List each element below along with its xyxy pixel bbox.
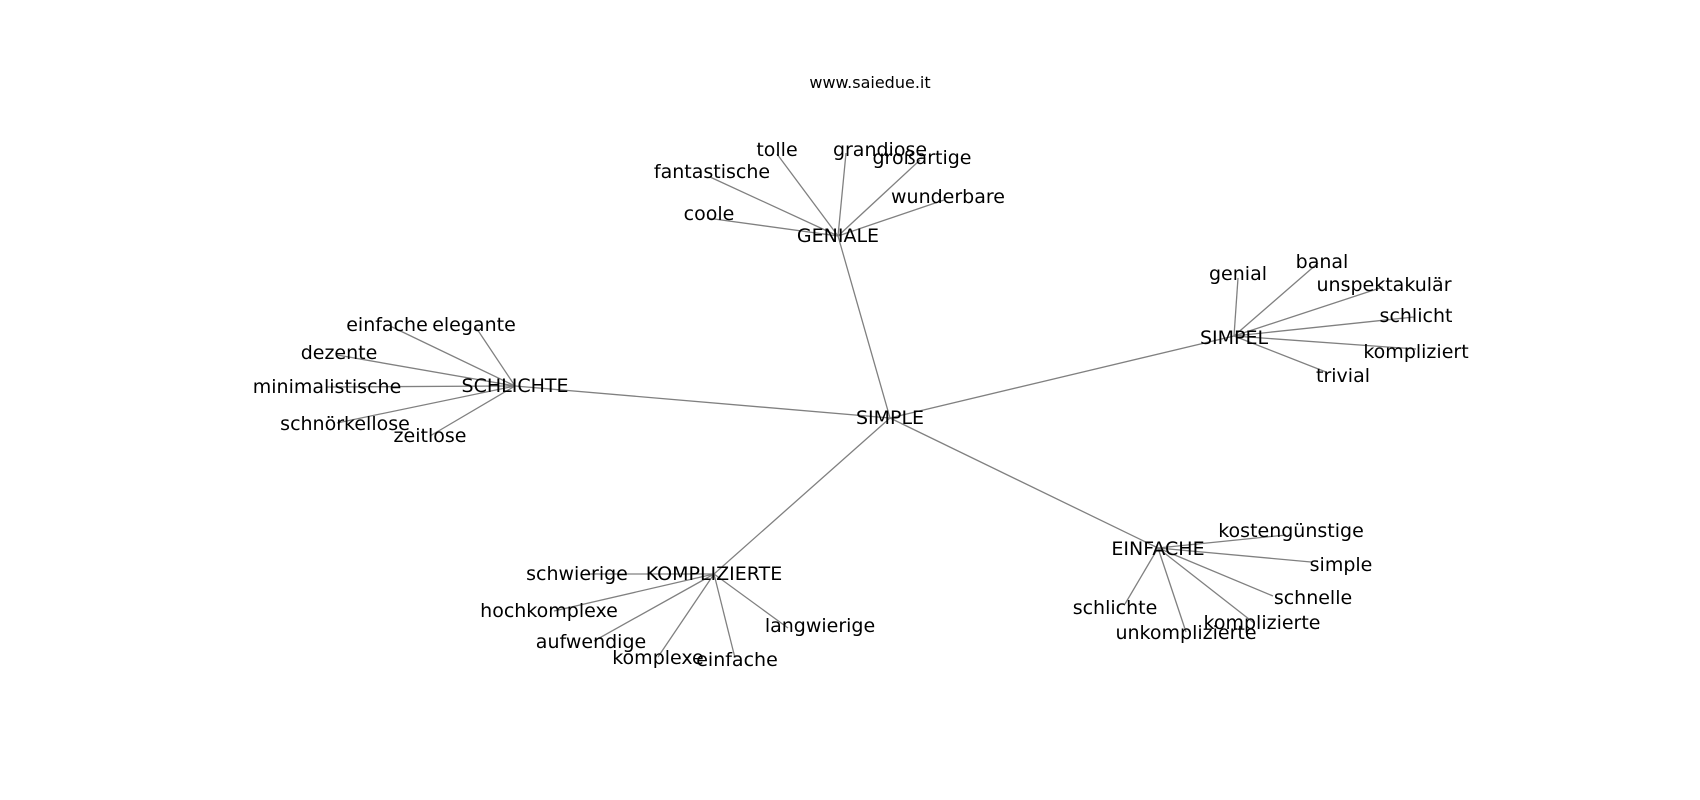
leaf-node-label: schnörkellose [280, 413, 410, 435]
edge-hub-to-leaf [593, 573, 715, 642]
leaf-node-label: unkomplizierte [1115, 622, 1256, 644]
edge-hub-to-leaf [1157, 547, 1312, 563]
edge-hub-to-leaf [553, 573, 715, 612]
leaf-node-label: langwierige [765, 615, 875, 637]
leaf-node-label: zeitlose [394, 425, 467, 447]
edge-hub-to-leaf [1157, 547, 1187, 633]
edge-hub-to-leaf [474, 325, 516, 387]
leaf-node-label: coole [684, 203, 735, 225]
edge-hub-to-leaf [1233, 262, 1319, 337]
edge-hub-to-leaf [336, 385, 516, 424]
leaf-node-label: großartige [873, 147, 972, 169]
edge-hub-to-leaf [1233, 316, 1415, 337]
edge-hub-to-leaf [713, 573, 789, 629]
leaf-node-label: elegante [432, 314, 516, 336]
leaf-node-label: wunderbare [891, 186, 1005, 208]
center-node-label: SIMPLE [856, 407, 924, 429]
hub-node-label: EINFACHE [1111, 538, 1204, 560]
leaf-node-label: komplexe [612, 647, 704, 669]
edge-center-to-hub [713, 417, 891, 575]
edge-center-to-hub [837, 235, 891, 419]
hub-node-label: KOMPLIZIERTE [646, 563, 782, 585]
edge-layer [325, 152, 1417, 659]
edge-center-to-hub [514, 385, 891, 419]
leaf-node-label: komplizierte [1204, 612, 1321, 634]
edge-hub-to-leaf [713, 573, 736, 659]
edge-hub-to-leaf [1233, 277, 1239, 337]
edge-hub-to-leaf [837, 159, 921, 237]
leaf-node-label: fantastische [654, 161, 770, 183]
edge-hub-to-leaf [1124, 547, 1159, 605]
leaf-node-label: hochkomplexe [480, 600, 618, 622]
leaf-node-label: minimalistische [253, 376, 402, 398]
label-layer: SIMPLE GENIALE tolle grandiose fantastische g… [253, 139, 1469, 671]
edge-hub-to-leaf [1233, 335, 1417, 350]
edge-hub-to-leaf [1157, 547, 1255, 624]
leaf-node-label: kompliziert [1363, 341, 1468, 363]
leaf-node-label: einfache [696, 649, 778, 671]
edge-hub-to-leaf [706, 217, 839, 237]
edge-center-to-hub [889, 417, 1159, 549]
edge-hub-to-leaf [837, 199, 945, 237]
leaf-node-label: schwierige [526, 563, 628, 585]
edge-hub-to-leaf [657, 573, 715, 658]
hub-node-label: SCHLICHTE [462, 375, 569, 397]
edge-hub-to-leaf [1233, 286, 1384, 337]
edge-hub-to-leaf [837, 152, 847, 237]
leaf-node-label: schnelle [1274, 587, 1352, 609]
leaf-node-label: unspektakulär [1316, 274, 1451, 296]
leaf-node-label: schlichte [1073, 597, 1158, 619]
leaf-node-label: genial [1209, 263, 1267, 285]
hub-node-label: GENIALE [797, 225, 879, 247]
hub-node-label: SIMPEL [1200, 327, 1269, 349]
leaf-node-label: banal [1296, 251, 1349, 273]
edge-hub-to-leaf [1233, 335, 1327, 373]
site-title: www.saiedue.it [809, 73, 930, 92]
edge-center-to-hub [889, 335, 1235, 419]
leaf-node-label: aufwendige [536, 631, 646, 653]
leaf-node-label: dezente [301, 342, 378, 364]
leaf-node-label: grandiose [833, 139, 927, 161]
edge-hub-to-leaf [336, 354, 516, 387]
edge-hub-to-leaf [709, 176, 839, 237]
edge-hub-to-leaf [389, 325, 516, 387]
leaf-node-label: kostengünstige [1218, 520, 1364, 542]
edge-hub-to-leaf [1157, 534, 1287, 549]
leaf-node-label: einfache [346, 314, 428, 336]
edge-hub-to-leaf [429, 385, 516, 437]
edge-hub-to-leaf [1157, 547, 1274, 597]
leaf-node-label: trivial [1316, 365, 1370, 387]
edge-hub-to-leaf [325, 385, 516, 388]
edge-hub-to-leaf [776, 153, 839, 237]
leaf-node-label: schlicht [1380, 305, 1453, 327]
leaf-node-label: simple [1310, 554, 1373, 576]
leaf-node-label: tolle [756, 139, 797, 161]
